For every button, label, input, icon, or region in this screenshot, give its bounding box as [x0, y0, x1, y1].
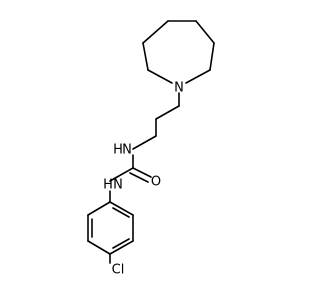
azepane-ring [142, 20, 215, 84]
bond-benzene-inner-1 [112, 207, 130, 218]
chlorophenyl-ring [87, 190, 134, 264]
bond-chain-4 [132, 135, 157, 150]
bond-ring-2 [195, 20, 215, 44]
bond-ring-5 [147, 69, 173, 84]
urea-core [109, 154, 152, 183]
bond-ring-6 [142, 42, 149, 71]
bond-chain-2 [155, 105, 180, 120]
bond-ring-7 [142, 20, 169, 44]
atom-label-chlorine: Cl [112, 263, 125, 278]
atom-label-h-lower: H [103, 178, 113, 193]
chemical-structure-diagram: N N H O N H Cl [87, 20, 215, 278]
bond-urea-2 [109, 167, 134, 182]
bond-ring-3 [209, 42, 215, 71]
atom-label-anilide-n: N [113, 178, 123, 193]
atom-label-amine-n: N [122, 143, 132, 158]
atom-label-h-upper: H [113, 143, 123, 158]
bond-carbonyl-1 [132, 167, 152, 178]
atom-label-urea-o: O [151, 175, 161, 190]
structure-canvas: N N H O N H Cl [87, 20, 215, 278]
bond-benzene-3 [109, 240, 134, 255]
bond-benzene-4 [87, 240, 111, 255]
bond-benzene-1 [109, 201, 134, 216]
bond-ring-4 [185, 69, 211, 84]
atom-label-azepane-n: N [174, 81, 184, 96]
bond-benzene-inner-2 [112, 238, 130, 249]
bond-benzene-6 [87, 201, 111, 216]
propyl-chain [132, 92, 180, 150]
bond-carbonyl-2 [129, 172, 149, 183]
